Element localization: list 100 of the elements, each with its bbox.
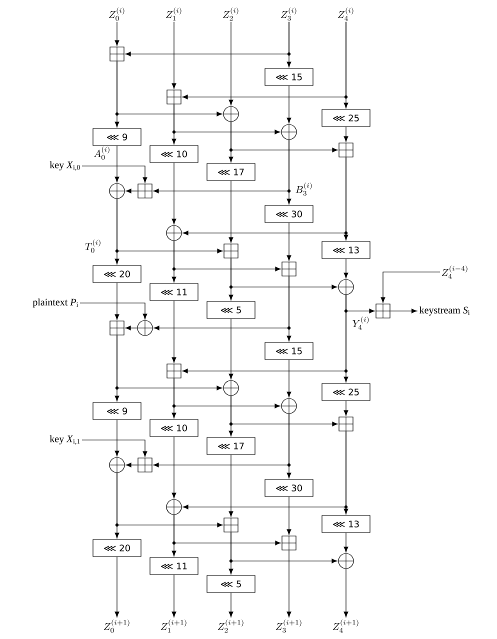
arrow [286, 360, 292, 398]
addition-symbol [282, 536, 296, 550]
arrow [114, 282, 120, 320]
addition-symbol [338, 416, 354, 432]
arrow [228, 22, 234, 106]
arrow [114, 198, 120, 264]
rotation-box: ⋘ 10 [150, 419, 198, 437]
xor-symbol [281, 124, 297, 140]
rotation-box: ⋘ 11 [150, 283, 198, 301]
arrow [172, 574, 176, 618]
rotation-box: ⋘ 20 [92, 265, 142, 283]
arrow [228, 122, 234, 162]
rotation-box: ⋘ 9 [92, 402, 142, 420]
addition-symbol [166, 90, 182, 104]
arrow [344, 157, 348, 240]
arrow [172, 22, 176, 89]
variable-label: $Z_1^{(i)}$ [166, 7, 182, 21]
arrow [228, 592, 234, 618]
rotation-box: ⋘ 30 [264, 205, 314, 223]
arrow [126, 462, 138, 468]
xor-symbol [338, 279, 354, 295]
arrow [172, 162, 176, 224]
arrow [380, 272, 440, 303]
addition-symbol [138, 184, 152, 198]
arrow [228, 258, 234, 300]
xor-symbol [223, 106, 239, 122]
addition-symbol [282, 262, 296, 276]
rotation-box: ⋘ 25 [322, 383, 370, 401]
rotation-box: ⋘ 9 [92, 128, 142, 146]
arrow [82, 166, 148, 183]
rotation-box: ⋘ 15 [264, 342, 314, 360]
arrow [286, 140, 292, 204]
arrow [114, 556, 120, 618]
rotation-box: ⋘ 13 [322, 515, 370, 533]
arrow [344, 568, 348, 618]
xor-symbol [109, 183, 125, 199]
variable-label: $Z_0^{(i+1)}$ [104, 619, 130, 633]
arrow [228, 318, 234, 380]
xor-symbol [166, 225, 182, 241]
arrow [344, 532, 348, 552]
rotation-box: ⋘ 25 [322, 109, 370, 127]
rotation-box: ⋘ 5 [206, 301, 256, 319]
xor-symbol [338, 553, 354, 569]
rotation-box: ⋘ 13 [322, 241, 370, 259]
input-label: key X$_{i,0}$ [50, 161, 80, 171]
arrow [228, 396, 234, 436]
arrow [344, 431, 348, 514]
variable-label: $Z_2^{(i)}$ [223, 7, 238, 21]
arrow [228, 532, 234, 574]
arrow [82, 440, 148, 457]
rotation-box: ⋘ 15 [264, 68, 314, 86]
arrow [172, 514, 176, 556]
arrow [126, 188, 138, 194]
arrow [344, 294, 348, 382]
input-label: keystream S$_{i}$ [419, 306, 470, 316]
rotation-box: ⋘ 20 [92, 539, 142, 557]
variable-label: $Z_1^{(i+1)}$ [160, 619, 186, 633]
variable-label: $Z_2^{(i+1)}$ [218, 619, 244, 633]
arrow [390, 308, 418, 314]
arrow [286, 276, 292, 342]
arrow [172, 378, 176, 418]
arrow [344, 22, 348, 108]
arrow [228, 454, 234, 517]
xor-symbol [166, 499, 182, 515]
variable-label: $Z_3^{(i)}$ [281, 7, 296, 21]
variable-label: $Z_4^{(i-4)}$ [442, 265, 468, 279]
addition-symbol [224, 244, 238, 258]
signal-label: $T_0^{(i)}$ [85, 239, 100, 253]
signal-label: $Y_4^{(i)}$ [352, 316, 369, 330]
rotation-box: ⋘ 17 [206, 437, 256, 455]
variable-label: $Z_4^{(i)}$ [338, 7, 354, 21]
signal-label: $B_3^{(i)}$ [296, 182, 312, 196]
variable-label: $Z_3^{(i+1)}$ [276, 619, 302, 633]
rotation-box: ⋘ 11 [150, 557, 198, 575]
arrow [80, 302, 148, 320]
arrow [172, 436, 176, 498]
signal-label: $A_0^{(i)}$ [94, 146, 110, 160]
arrow [286, 222, 292, 261]
rotation-box: ⋘ 17 [206, 163, 256, 181]
input-label: key X$_{i,1}$ [50, 435, 80, 445]
addition-symbol [376, 304, 390, 318]
addition-symbol [338, 142, 354, 158]
arrow [114, 146, 120, 182]
addition-symbol [110, 46, 124, 62]
arrow [114, 22, 120, 46]
arrow [286, 550, 292, 618]
arrow [114, 335, 120, 402]
addition-symbol [110, 320, 124, 336]
addition-symbol [166, 364, 182, 378]
arrow [286, 496, 292, 535]
arrow [344, 258, 348, 278]
arrow [344, 126, 348, 142]
xor-symbol [137, 320, 153, 336]
input-label: plaintext P$_{i}$ [32, 298, 78, 308]
xor-symbol [281, 398, 297, 414]
rotation-box: ⋘ 10 [150, 145, 198, 163]
arrow [286, 22, 292, 68]
addition-symbol [224, 518, 238, 532]
arrow [125, 326, 138, 330]
rotation-box: ⋘ 30 [264, 479, 314, 497]
